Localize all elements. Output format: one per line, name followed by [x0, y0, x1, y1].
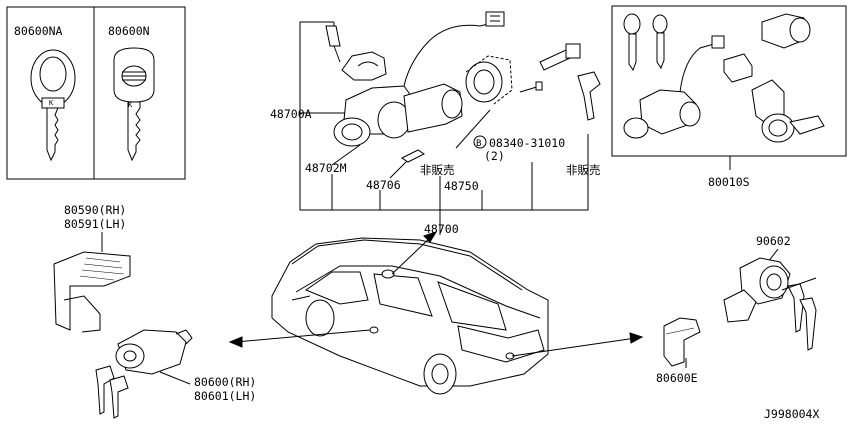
label-80590-rh: 80590(RH) — [64, 203, 126, 217]
key-80600na-icon: K — [30, 49, 76, 162]
bolt-mark-letter: B — [476, 139, 481, 149]
back-cylinder-icon — [723, 257, 817, 351]
door-lock-group: 80590(RH) 80591(LH) 80600(RH) 80601(LH) — [53, 203, 256, 419]
label-48702m: 48702M — [305, 161, 347, 175]
bolt-mark-circle — [473, 135, 487, 149]
ignition-parts-icon — [325, 11, 601, 163]
label-bolt-code: 08340-31010 — [489, 136, 565, 150]
callout-arrows — [228, 231, 644, 357]
key-80600n-icon: K — [113, 47, 155, 162]
label-bolt-qty: (2) — [484, 149, 505, 163]
kit-box-frame — [611, 5, 847, 157]
label-48700: 48700 — [424, 222, 459, 236]
door-cylinder-icon — [53, 251, 193, 419]
clip-80600e-icon — [663, 317, 701, 367]
label-48706: 48706 — [366, 178, 401, 192]
label-not-for-sale-1: 非販売 — [420, 163, 455, 177]
label-48700a: 48700A — [270, 107, 312, 121]
label-80601-lh: 80601(LH) — [194, 389, 256, 403]
label-not-for-sale-2: 非販売 — [566, 163, 601, 177]
label-80600-rh: 80600(RH) — [194, 375, 256, 389]
label-80591-lh: 80591(LH) — [64, 217, 126, 231]
kit-box-80010s: 80010S — [611, 5, 847, 189]
kit-parts-icon — [623, 13, 825, 143]
key-box-frame — [6, 6, 186, 180]
assembly-48700-bracket: 48700A 48702M 48706 48750 非販売 非販売 48700 … — [270, 21, 601, 236]
label-80010s: 80010S — [708, 175, 750, 189]
label-90602: 90602 — [756, 234, 791, 248]
label-80600n: 80600N — [108, 24, 150, 38]
car-wagon-icon — [271, 237, 549, 395]
key-box: 80600NA 80600N K K — [6, 6, 186, 180]
back-door-lock-group: 90602 80600E — [656, 234, 817, 385]
svg-text:K: K — [49, 99, 54, 107]
label-80600e: 80600E — [656, 371, 698, 385]
label-80600na: 80600NA — [14, 24, 63, 38]
label-48750: 48750 — [444, 179, 479, 193]
diagram-id: J998004X — [764, 407, 819, 421]
svg-text:K: K — [128, 101, 133, 109]
